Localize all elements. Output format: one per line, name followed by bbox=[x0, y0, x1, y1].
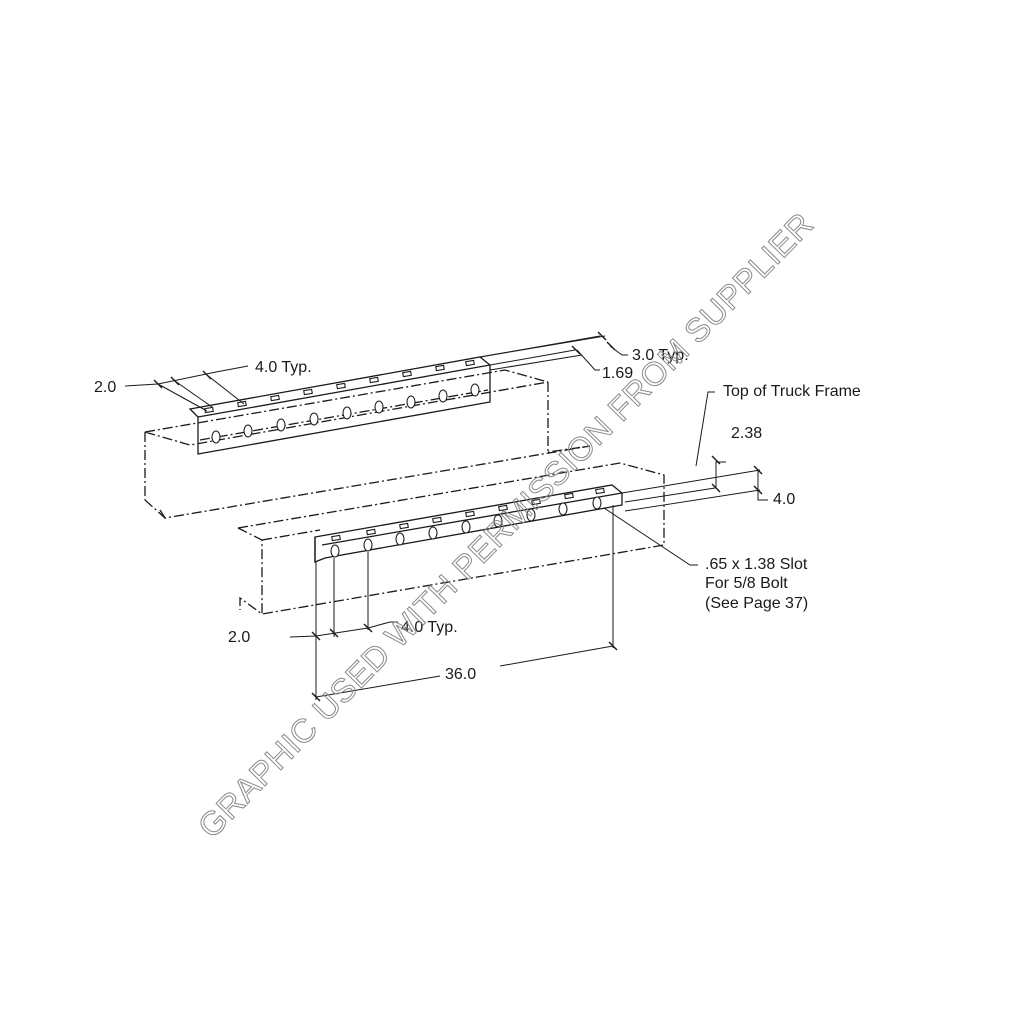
lower-dim-end-offset: 2.0 bbox=[228, 629, 250, 646]
upper-dim-flange-height: 1.69 bbox=[602, 365, 633, 382]
upper-top-slots bbox=[204, 359, 475, 414]
upper-angle-bracket bbox=[188, 335, 601, 455]
watermark-text: GRAPHIC USED WITH PERMISSION FROM SUPPLI… bbox=[191, 205, 821, 845]
lower-frame-rail bbox=[237, 462, 665, 616]
lower-dim-height: 4.0 bbox=[773, 491, 795, 508]
frame-top-callout: Top of Truck Frame bbox=[723, 383, 861, 400]
lower-dim-overall-length: 36.0 bbox=[445, 666, 476, 683]
lower-side-bolt-holes bbox=[330, 496, 602, 558]
upper-dim-end-offset: 2.0 bbox=[94, 379, 116, 396]
lower-dim-spacing: 4.0 Typ. bbox=[401, 619, 458, 636]
slot-callout-line2: For 5/8 Bolt bbox=[705, 575, 788, 592]
lower-dimensions bbox=[289, 391, 768, 702]
upper-dim-flange-width: 3.0 Typ. bbox=[632, 347, 689, 364]
upper-frame-rail bbox=[144, 369, 591, 519]
upper-dimensions bbox=[124, 331, 628, 412]
lower-dim-top-offset: 2.38 bbox=[731, 425, 762, 442]
slot-callout-line1: .65 x 1.38 Slot bbox=[705, 556, 808, 573]
upper-side-bolt-holes bbox=[199, 383, 489, 444]
slot-callout-line3: (See Page 37) bbox=[705, 595, 808, 612]
lower-angle-bracket bbox=[314, 469, 761, 563]
upper-dim-spacing: 4.0 Typ. bbox=[255, 359, 312, 376]
lower-top-slots bbox=[331, 487, 605, 542]
